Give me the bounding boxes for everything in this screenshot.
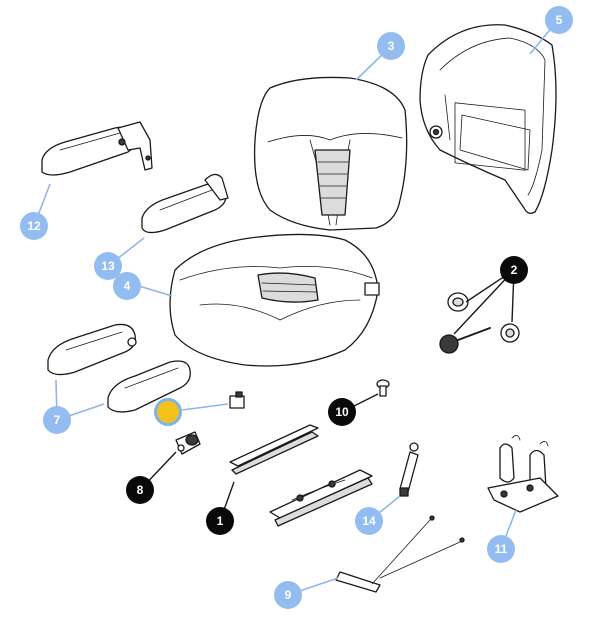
part-knob[interactable] [376, 379, 390, 397]
callout-5[interactable]: 5 [545, 6, 573, 34]
part-slide-rails[interactable] [229, 424, 373, 527]
callout-3[interactable]: 3 [377, 32, 405, 60]
callout-11[interactable]: 11 [487, 535, 515, 563]
callout-7[interactable]: 7 [43, 406, 71, 434]
part-switch[interactable] [229, 391, 245, 409]
part-lever-cable[interactable] [335, 515, 465, 593]
callout-selected[interactable] [154, 398, 182, 426]
part-suspension[interactable] [487, 435, 559, 513]
callout-13[interactable]: 13 [94, 252, 122, 280]
part-armrest-left[interactable] [47, 323, 137, 376]
part-backrest-cushion[interactable] [253, 76, 408, 231]
part-connector[interactable] [175, 431, 201, 455]
callout-12[interactable]: 12 [20, 212, 48, 240]
callout-1[interactable]: 1 [206, 507, 234, 535]
part-armrest-right[interactable] [107, 360, 191, 413]
part-armrest-bracket[interactable] [41, 121, 153, 176]
part-backrest-cover[interactable] [419, 24, 557, 214]
callout-8[interactable]: 8 [126, 476, 154, 504]
part-seat-cushion[interactable] [169, 233, 380, 367]
callout-2[interactable]: 2 [500, 256, 528, 284]
callout-14[interactable]: 14 [355, 507, 383, 535]
callout-10[interactable]: 10 [328, 398, 356, 426]
part-adjust-knobs[interactable] [439, 292, 520, 354]
callout-9[interactable]: 9 [274, 581, 302, 609]
callout-4[interactable]: 4 [113, 272, 141, 300]
part-armrest-13[interactable] [141, 173, 229, 234]
part-gas-strut[interactable] [399, 442, 419, 497]
